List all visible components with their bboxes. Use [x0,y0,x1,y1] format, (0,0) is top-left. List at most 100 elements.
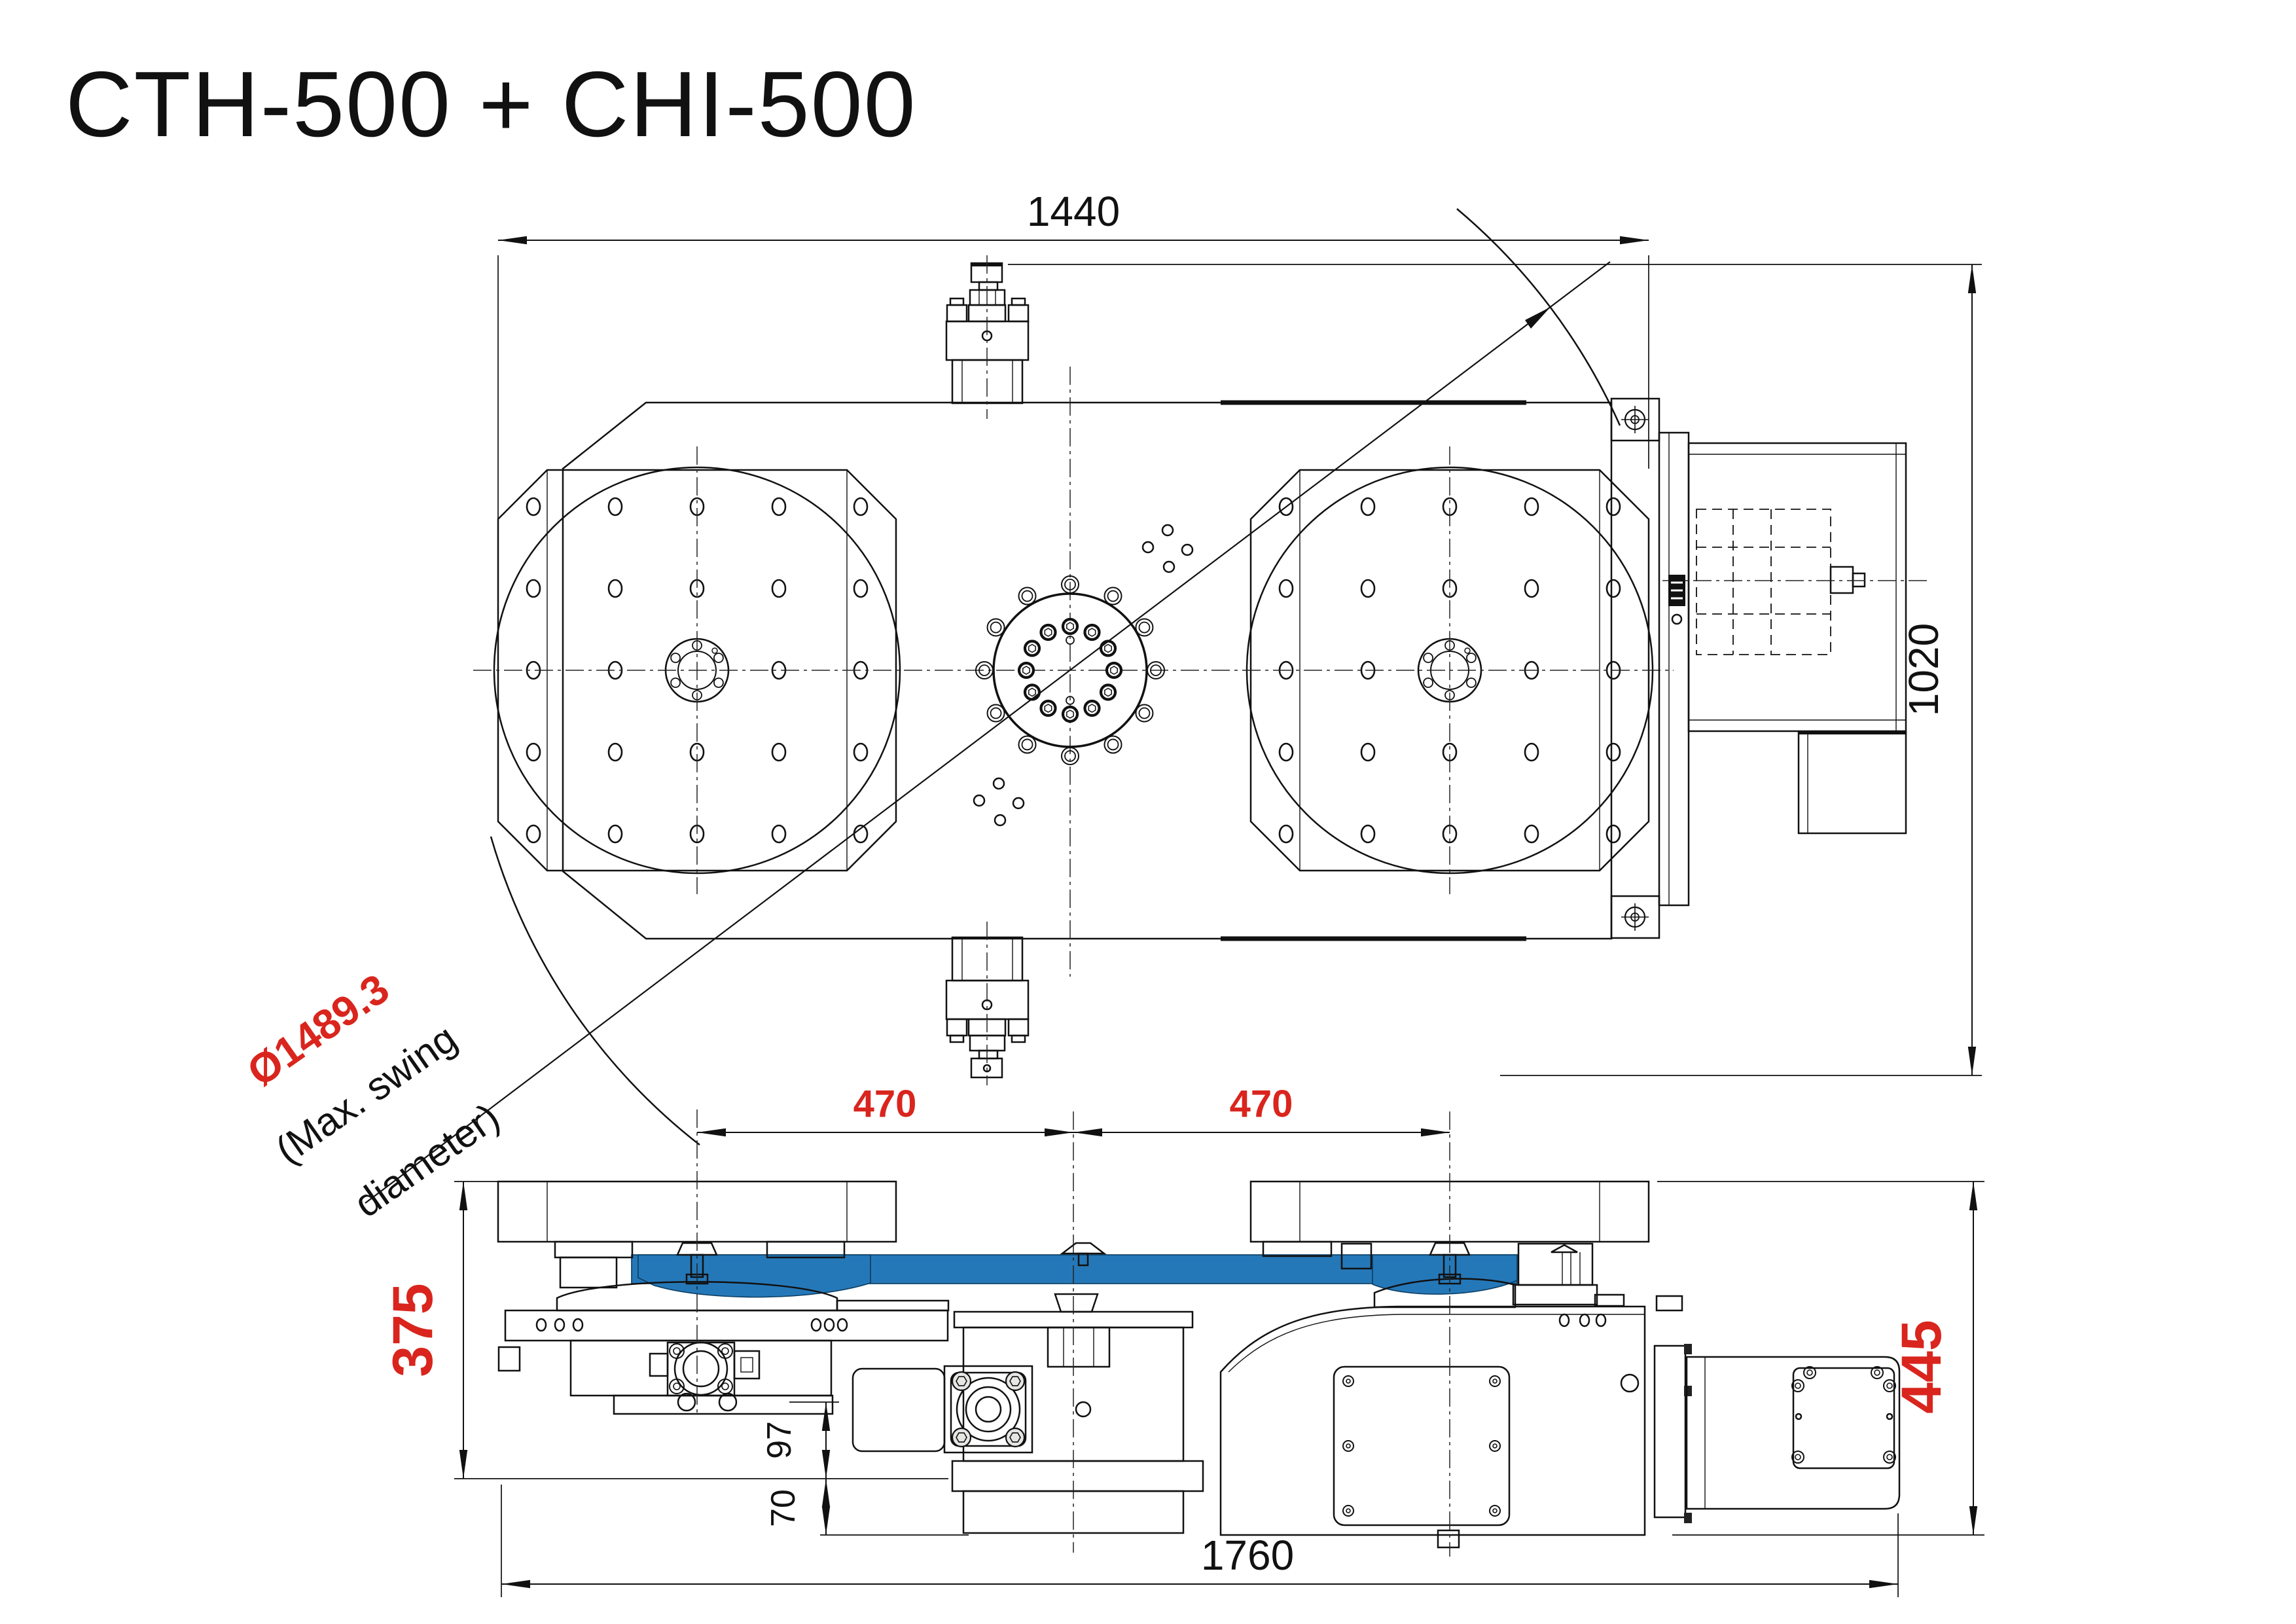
outer-bolt-inner [978,664,990,676]
clamp-bore [673,1341,728,1396]
bolt-outer [1883,1451,1896,1464]
pallet-hole [1278,579,1294,598]
bolt-icon [669,1343,685,1359]
hub-bolt-hole [1423,677,1433,688]
pallet-hole [1278,742,1294,762]
hex-socket-bolt [1023,683,1041,701]
pallet-hole [1278,824,1294,844]
pallet-hole [1605,742,1621,762]
corner-plate [1610,397,1660,442]
page-title: CTH-500 + CHI-500 [65,52,917,156]
outer-bolt [1135,704,1154,723]
pallet-hole [1360,742,1376,762]
hex-socket-bolt [1017,661,1035,679]
dim-1760-label: 1760 [1201,1532,1294,1579]
pallet-hole [771,742,787,762]
outer-bolt [1103,586,1122,605]
bolt-outer [669,1379,685,1394]
dim-70: 70 [764,1479,969,1536]
outer-bolt-inner [1107,738,1119,751]
bolt-outer [1883,1379,1896,1392]
index-hole [1066,696,1075,705]
dim-1020-label: 1020 [1900,623,1947,716]
hex-socket-bolt [1105,661,1123,679]
dim-470-right: 470 [1073,1083,1450,1557]
outer-bolt-inner [1138,621,1151,634]
hex-socket [1088,704,1096,713]
drive-unit-front [1653,1295,1901,1523]
hex-bolt-ring [951,1427,972,1448]
hex-socket [1066,622,1074,631]
hex-socket-bolt [1099,640,1117,657]
outer-bolt [1103,735,1122,754]
bolt-outer [1803,1366,1816,1379]
outer-bolt-inner [990,621,1002,634]
pallet-hole [853,742,869,762]
access-panel [1333,1365,1511,1526]
outer-bolt [986,618,1005,637]
hex-head [956,1376,967,1386]
center-hole [1075,1401,1092,1418]
gear-housing [1687,442,1907,732]
hex-socket-bolt [1039,699,1057,717]
index-hole [1066,636,1075,645]
hex-socket [1044,704,1052,713]
dim-445-label: 445 [1890,1320,1953,1414]
pallet-hole [526,497,541,516]
pallet-hole [1605,579,1621,598]
mount-flange [1653,1344,1687,1519]
hex-bolt-ring [1005,1371,1026,1392]
top-tailstock [945,255,1030,419]
pallet-hole [853,579,869,598]
bolt-inner [1806,1369,1813,1376]
outer-bolt [1018,735,1037,754]
bolt-icon [1883,1379,1896,1392]
hex-socket-bolt [1083,699,1101,717]
hub-bolt-hole [670,653,681,663]
hub-bolt-hole [713,653,724,663]
hex-head [1009,1376,1021,1386]
cth-body [1219,1305,1646,1549]
bolt-icon [1871,1366,1884,1379]
hex-socket [1104,643,1112,653]
outer-bolt [1018,586,1037,605]
machine-center-plug [1060,1242,1107,1267]
right-support [1373,1242,1625,1308]
bolt-outer [1489,1440,1501,1452]
side-bolt-head [1011,297,1026,306]
pallet-hole [771,497,787,516]
hex-socket [1104,687,1112,697]
bottom-clamp [1437,1529,1460,1549]
bolt-cluster-sw [973,777,1025,827]
side-tab [497,1346,521,1372]
shaft-end [1852,572,1866,588]
bolt-icon [1791,1379,1804,1392]
outer-bolt [975,661,994,679]
clamp-foot [677,1392,696,1412]
hub-bolt-hole [670,677,681,688]
motor-box [1685,1356,1901,1510]
pallet-hole [771,579,787,598]
dim-375-label: 375 [382,1283,444,1377]
outer-bolt [986,704,1005,723]
arrowhead-icon [1525,307,1551,329]
pallet-hole [853,497,869,516]
outer-bolt-inner [1107,590,1119,602]
body-hole [1620,1373,1640,1393]
bolt-icon [1342,1440,1354,1452]
bolt-inner [1492,1379,1498,1384]
datum-bolt-icon [1621,406,1649,433]
outer-bolt-inner [1021,738,1033,751]
dim-1020: 1020 [1008,264,1982,1076]
dim-1440: 1440 [497,188,1649,518]
dim-470-left-label: 470 [853,1083,917,1125]
bolt-inner [1346,1443,1351,1449]
dim-375: 375 [382,1181,948,1479]
outer-bolt [1135,618,1154,637]
flange-bolt [1684,1386,1692,1396]
side-bolt-head [1011,1034,1026,1043]
clamp-foot [718,1392,738,1412]
hub-bolt-hole [1423,653,1433,663]
pallet-hole [1360,579,1376,598]
hex-bolt-icon [951,1427,972,1448]
